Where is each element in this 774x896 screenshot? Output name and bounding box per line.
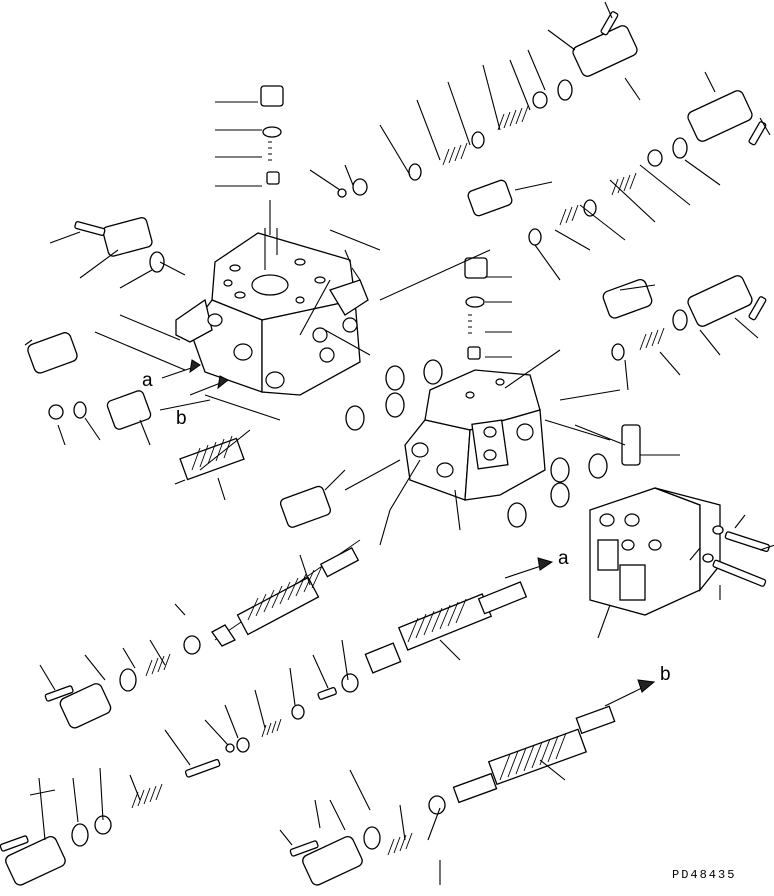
plugs-and-bolts xyxy=(0,11,770,857)
spool-1 xyxy=(211,539,361,647)
sleeves xyxy=(5,25,753,886)
o-rings xyxy=(71,79,724,850)
flow-arrows xyxy=(161,359,656,707)
springs xyxy=(131,105,665,856)
callout-a-right: a xyxy=(558,548,569,569)
spool-2 xyxy=(364,581,528,674)
second-valve-body xyxy=(404,369,546,501)
spool-3 xyxy=(452,705,616,804)
main-valve-body xyxy=(175,232,369,396)
drawing-code: PD48435 xyxy=(672,868,737,882)
leader-lines xyxy=(24,1,774,885)
right-end-block xyxy=(589,487,721,616)
callout-b-right: b xyxy=(660,664,671,685)
callout-a-left: a xyxy=(142,370,153,391)
callout-b-left: b xyxy=(176,408,187,429)
seal-sets xyxy=(345,359,608,528)
spool-upper-left xyxy=(174,435,245,485)
